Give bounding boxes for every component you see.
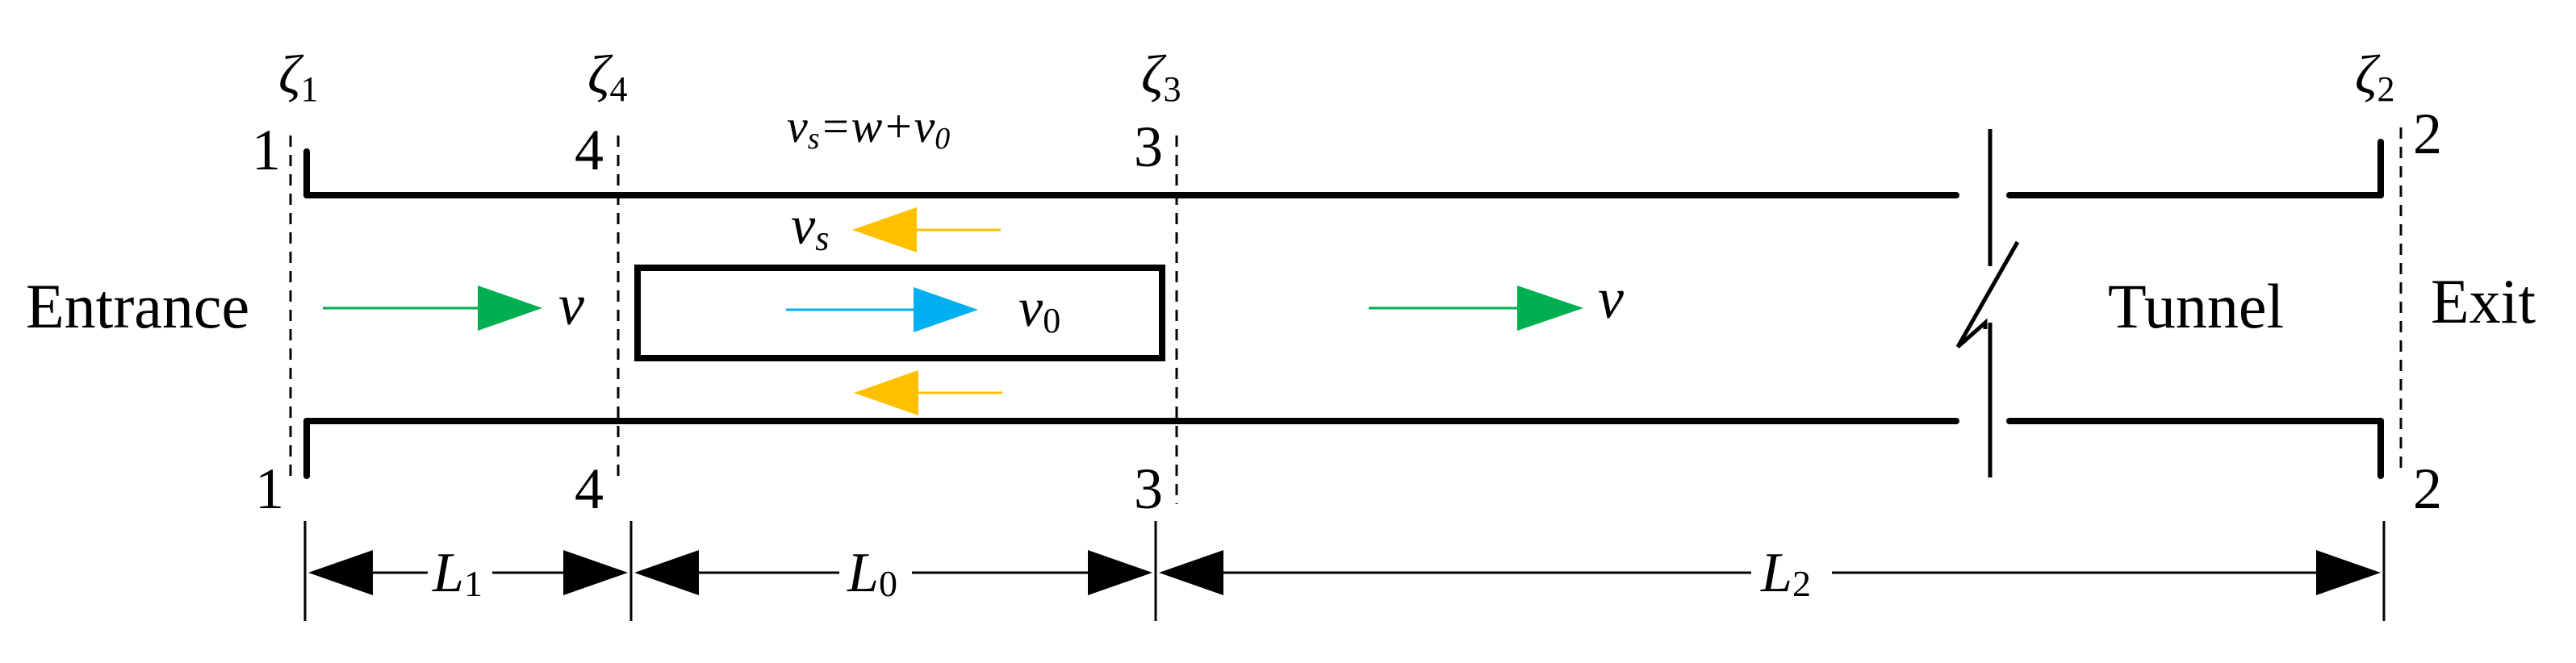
tunnel-label: Tunnel — [2108, 271, 2284, 341]
zeta-4-label: ζ4 — [588, 44, 628, 109]
dim-arrow-L1-left — [308, 550, 373, 595]
entrance-label: Entrance — [26, 271, 249, 341]
section-1-bottom-label: 1 — [255, 457, 284, 521]
section-4-top-label: 4 — [575, 118, 604, 182]
section-lines — [289, 127, 2402, 504]
velocity-outlet-label: v — [1598, 266, 1624, 331]
dim-arrow-L0-left — [634, 550, 699, 595]
dim-arrow-L2-left — [1159, 550, 1223, 595]
section-2-top-label: 2 — [2413, 102, 2442, 166]
slipstream-arrows — [852, 207, 1002, 415]
slipstream-formula: vs=w+v0 — [787, 100, 950, 156]
airflow-arrow-inlet-head — [478, 286, 542, 331]
zeta-1-label: ζ1 — [278, 44, 319, 109]
section-2-bottom-label: 2 — [2413, 457, 2442, 521]
slipstream-arrow-bottom-head — [854, 370, 918, 415]
dim-arrow-L0-right — [1088, 550, 1152, 595]
slipstream-velocity-label: vs — [791, 194, 829, 258]
train-velocity-label: v0 — [1018, 277, 1060, 340]
dimension-L1-label: L1 — [432, 542, 483, 604]
exit-label: Exit — [2431, 266, 2536, 336]
airflow-arrows — [323, 286, 1583, 331]
section-3-top-label: 3 — [1134, 115, 1163, 179]
dimension-line — [303, 521, 2386, 621]
zeta-2-label: ζ2 — [2355, 44, 2395, 109]
section-1-top-label: 1 — [252, 118, 281, 182]
dim-arrow-L2-right — [2316, 550, 2381, 595]
velocity-inlet-label: v — [558, 273, 584, 337]
dim-arrow-L1-right — [563, 550, 628, 595]
slipstream-arrow-top-head — [852, 207, 917, 252]
tunnel-break-symbol — [1955, 129, 2020, 477]
dimension-L2-label: L2 — [1760, 542, 1811, 604]
train-velocity-arrow — [786, 287, 978, 332]
tunnel-walls — [303, 139, 2384, 479]
section-4-bottom-label: 4 — [575, 457, 604, 521]
airflow-arrow-outlet-head — [1517, 286, 1583, 331]
dimension-L0-label: L0 — [847, 542, 897, 604]
section-3-bottom-label: 3 — [1134, 457, 1163, 521]
zeta-3-label: ζ3 — [1141, 44, 1181, 109]
train-body — [634, 265, 1165, 361]
